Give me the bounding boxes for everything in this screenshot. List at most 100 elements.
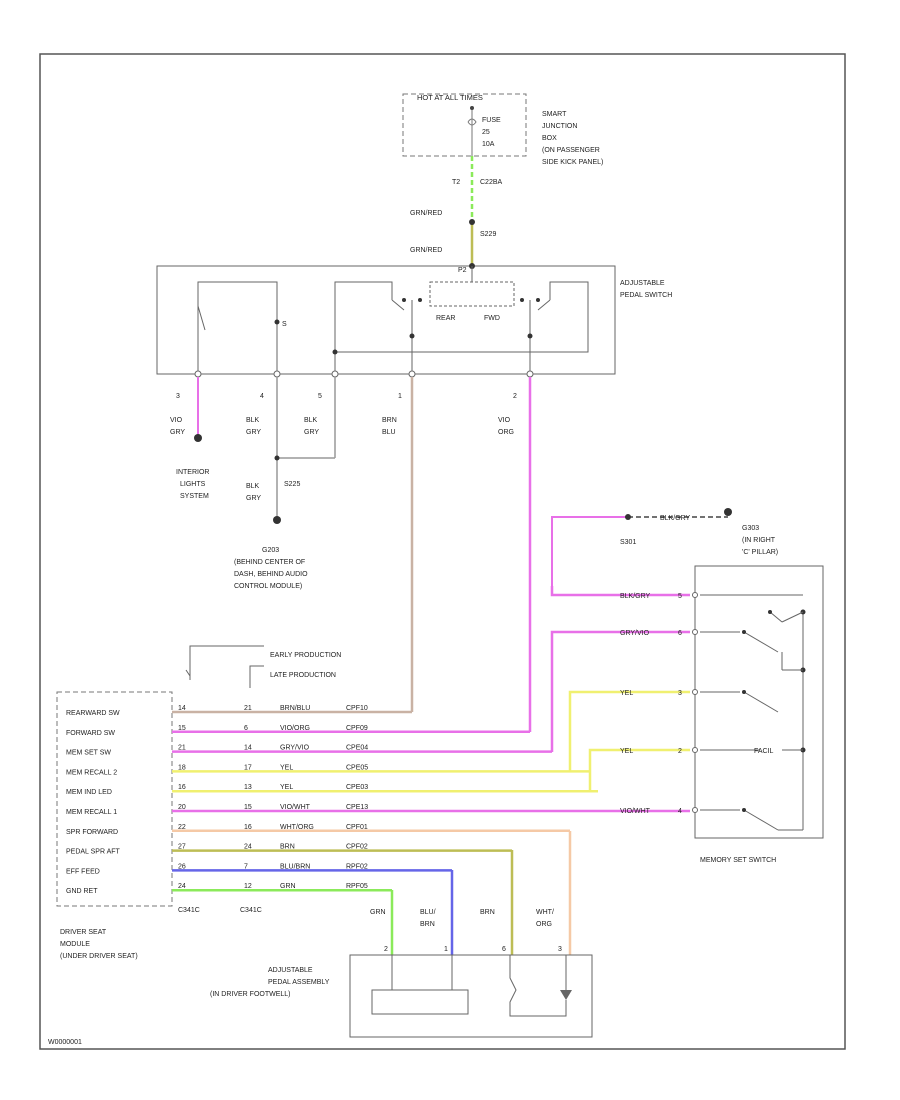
pa-wire-2b: BRN	[420, 921, 435, 928]
ground-name-2: (BEHIND CENTER OF	[234, 559, 305, 566]
wire-gry-vio-to-switch	[550, 630, 690, 752]
junction-box-line-4: (ON PASSENGER	[542, 147, 600, 154]
wire-yel-2	[588, 748, 690, 791]
dsm-row-pin1: 18	[178, 764, 186, 771]
rear-label: REAR	[436, 315, 455, 322]
memory-set-switch: FACIL MEMORY SET SWITCH	[694, 565, 824, 864]
dsm-row-pin1: 26	[178, 863, 186, 870]
splice-s229: S229	[480, 231, 496, 238]
memory-pin-terminal	[692, 807, 698, 813]
ground2-wire	[551, 516, 628, 586]
dsm-row-circuit: CPF10	[346, 705, 368, 712]
dsm-row-color: YEL	[280, 784, 293, 791]
pa-wire-3: BRN	[480, 909, 495, 916]
adjustable-pedal-assembly: ADJUSTABLE PEDAL ASSEMBLY (IN DRIVER FOO…	[210, 954, 593, 1038]
memory-wire-pin: 4	[678, 808, 682, 815]
dsm-row-pin2: 7	[244, 863, 248, 870]
dsm-connector-left: C341C	[178, 907, 200, 914]
dsm-row-label: EFF FEED	[66, 868, 100, 875]
fwd-label: FWD	[484, 315, 500, 322]
wire-label-2b: GRY	[246, 429, 261, 436]
dsm-row-color: BRN	[280, 844, 295, 851]
junction-box-line-3: BOX	[542, 135, 557, 142]
junction-box-line-1: SMART	[542, 111, 567, 118]
wire-label-4a: BRN	[382, 417, 397, 424]
fuse-line-2: 25	[482, 129, 490, 136]
dsm-row-label: MEM RECALL 2	[66, 769, 117, 776]
dsm-row-pin2: 17	[244, 764, 252, 771]
ground2-splice: S301	[620, 539, 636, 546]
dsm-row-label: FORWARD SW	[66, 730, 115, 737]
wire-label-5a: VIO	[498, 417, 511, 424]
wire-blk-gry-to-switch	[550, 586, 690, 597]
dsm-row-pin2: 15	[244, 804, 252, 811]
ground-name-4: CONTROL MODULE)	[234, 583, 302, 590]
dsm-name-2: MODULE	[60, 941, 90, 948]
pedal-pin-3: 3	[176, 393, 180, 400]
dsm-row-circuit: CPE04	[346, 745, 368, 752]
pa-wire-2a: BLU/	[420, 909, 436, 916]
adjustable-pedal-switch: ADJUSTABLE PEDAL SWITCH S REAR FWD	[156, 263, 672, 375]
ground-splice-label: S225	[284, 481, 300, 488]
dsm-row-pin1: 20	[178, 804, 186, 811]
memory-wire-color: YEL	[620, 748, 633, 755]
dsm-row-color: WHT/ORG	[280, 824, 314, 831]
pa-pin-2: 1	[444, 946, 448, 953]
wire-yel-3	[568, 690, 690, 771]
ground2-name-2: (IN RIGHT	[742, 537, 776, 544]
interior-line-1: INTERIOR	[176, 469, 209, 476]
memory-wire-pin: 5	[678, 593, 682, 600]
fuse-line-3: 10A	[482, 141, 495, 148]
interior-line-2: LIGHTS	[180, 481, 206, 488]
dsm-row-label: MEM RECALL 1	[66, 809, 117, 816]
dsm-row-pin2: 12	[244, 883, 252, 890]
wire-label-2a: BLK	[246, 417, 260, 424]
wire-label-4b: BLU	[382, 429, 396, 436]
grn-red-label-2: GRN/RED	[410, 247, 442, 254]
dsm-row-circuit: CPF09	[346, 725, 368, 732]
dsm-row-pin1: 24	[178, 883, 186, 890]
early-production: EARLY PRODUCTION	[270, 652, 341, 659]
dsm-row-color: YEL	[280, 764, 293, 771]
dsm-row-pin2: 14	[244, 745, 252, 752]
dsm-row-color: GRN	[280, 883, 296, 890]
pedal-switch-name-1: ADJUSTABLE	[620, 280, 665, 287]
pedal-assembly-name-3: (IN DRIVER FOOTWELL)	[210, 991, 291, 998]
pa-wire-4a: WHT/	[536, 909, 554, 916]
dsm-row-pin1: 14	[178, 705, 186, 712]
pedal-assembly-name-2: PEDAL ASSEMBLY	[268, 979, 330, 986]
memory-wire-color: VIO/WHT	[620, 808, 651, 815]
dsm-row-pin2: 16	[244, 824, 252, 831]
pedal-pin-5: 5	[318, 393, 322, 400]
ground-name-1: G203	[262, 547, 279, 554]
dsm-row-circuit: CPE05	[346, 764, 368, 771]
ground2-name-1: G303	[742, 525, 759, 532]
memory-pin-terminal	[692, 629, 698, 635]
pedal-assembly-name-1: ADJUSTABLE	[268, 967, 313, 974]
pa-pin-1: 2	[384, 946, 388, 953]
dsm-row-pin2: 6	[244, 725, 248, 732]
ground2-wire-label: BLK/GRY	[660, 515, 691, 522]
dsm-row-circuit: RPF05	[346, 883, 368, 890]
dsm-row-label: MEM IND LED	[66, 789, 112, 796]
fuse-header: HOT AT ALL TIMES	[417, 93, 483, 102]
wire-label-1a: VIO	[170, 417, 183, 424]
grn-red-label-1: GRN/RED	[410, 210, 442, 217]
dsm-row-color: BRN/BLU	[280, 705, 310, 712]
memory-wire-pin: 3	[678, 690, 682, 697]
dsm-row-pin2: 24	[244, 844, 252, 851]
interior-line-3: SYSTEM	[180, 493, 209, 500]
pedal-pin-1: 1	[398, 393, 402, 400]
dsm-row-label: MEM SET SW	[66, 750, 111, 757]
pa-wire-1: GRN	[370, 909, 386, 916]
memory-pin-terminal	[692, 747, 698, 753]
dsm-row-pin1: 27	[178, 844, 186, 851]
memory-wire-color: YEL	[620, 690, 633, 697]
dsm-name-3: (UNDER DRIVER SEAT)	[60, 953, 138, 960]
wire-label-5b: ORG	[498, 429, 514, 436]
ground-wire-a: BLK	[246, 483, 260, 490]
memory-wire-color: GRY/VIO	[620, 630, 650, 637]
dsm-row-pin2: 13	[244, 784, 252, 791]
pin-p2-top: P2	[458, 267, 467, 274]
